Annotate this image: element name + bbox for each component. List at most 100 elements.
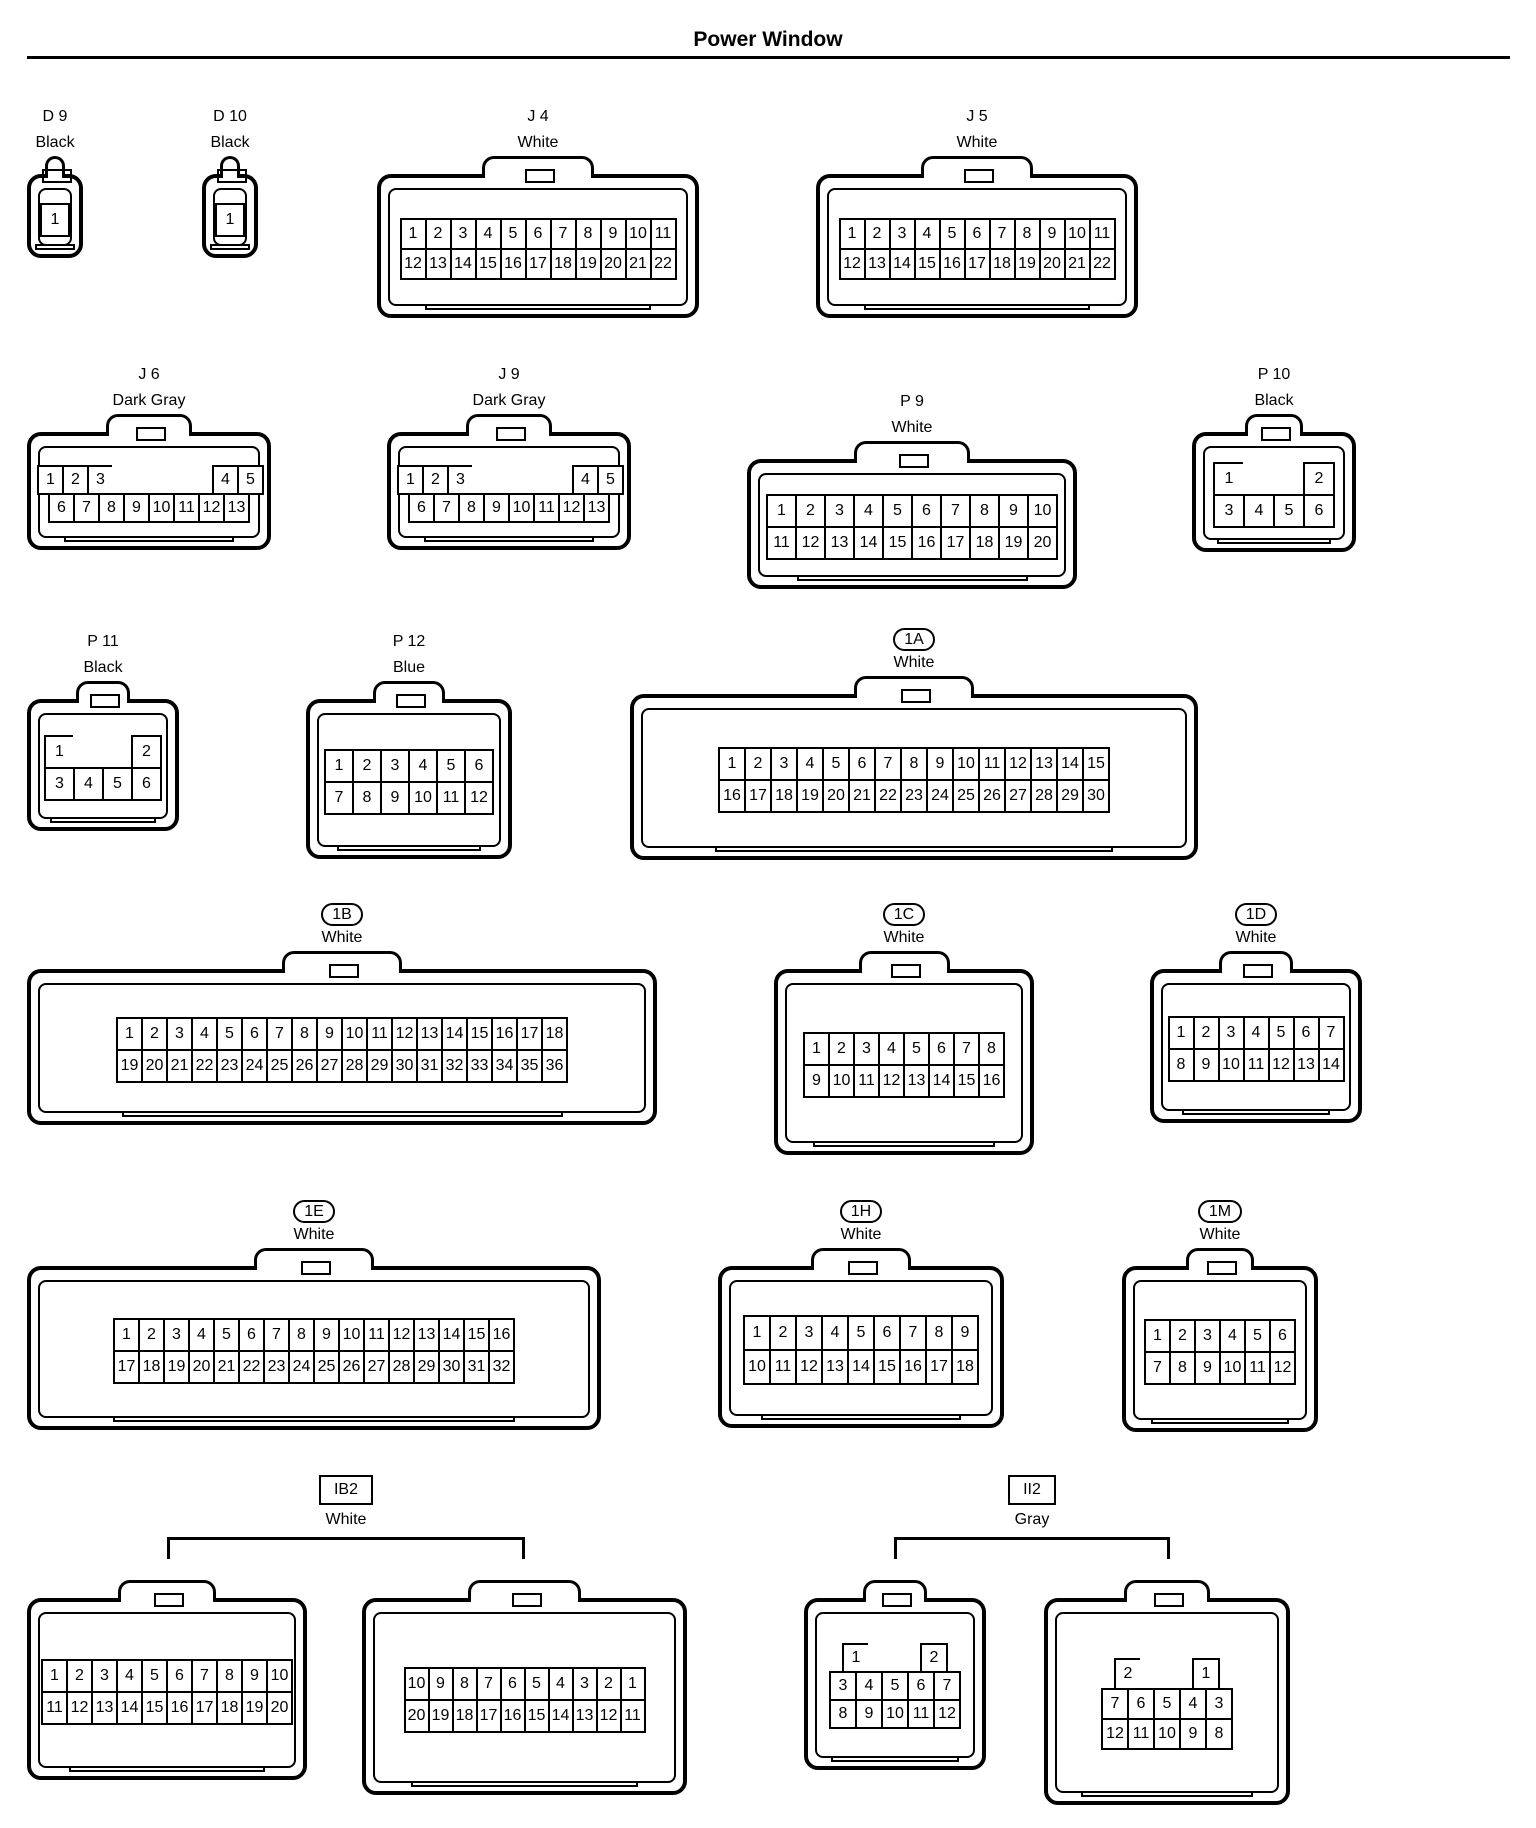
pin-cell: 6: [241, 1017, 268, 1051]
locking-latch: [858, 951, 950, 978]
pin-cell: 31: [416, 1049, 443, 1083]
pin-cell: 7: [73, 493, 100, 523]
connector-code: J 4: [527, 108, 549, 125]
pin-cell: 9: [998, 494, 1029, 528]
connector-code-label: 1E: [27, 1200, 601, 1223]
pin-cell: 1: [40, 203, 70, 237]
pin-cell: 10: [1027, 494, 1058, 528]
housing-bottom-rail: [410, 1781, 639, 1787]
pin-cell: 15: [1082, 747, 1110, 781]
connector-code: P 10: [1257, 366, 1291, 383]
pin-cell: 21: [624, 248, 652, 280]
connector-code-label: J 9: [387, 366, 631, 384]
pin-cell: 5: [822, 747, 850, 781]
connector-color-label: White: [293, 1226, 335, 1243]
pin-cell: 14: [441, 1017, 468, 1051]
pin-cell: 12: [1267, 1048, 1295, 1082]
connector-code: J 5: [966, 108, 988, 125]
pin-cell: 4: [191, 1017, 218, 1051]
pin-cell: 25: [952, 779, 980, 813]
connector-code-label: 1M: [1122, 1200, 1318, 1223]
connector-code: 1B: [321, 903, 363, 926]
locking-latch: [854, 441, 970, 468]
connector-color-label: Black: [83, 659, 123, 676]
connector-color-label: Gray: [1014, 1511, 1050, 1528]
locking-latch: [1123, 1580, 1211, 1607]
pin-cell: 16: [911, 526, 942, 560]
pin-cell: 1: [803, 1032, 830, 1066]
pin-cell: 2: [1169, 1319, 1196, 1353]
locking-latch: [863, 1580, 927, 1607]
pin-cell: 6: [48, 493, 75, 523]
pin-cell: 14: [547, 1698, 574, 1733]
pin-cell: 12: [66, 1691, 93, 1725]
pin-cell: 14: [1317, 1048, 1345, 1082]
pin-cell: 3: [888, 218, 916, 250]
pin-cell: 25: [266, 1049, 293, 1083]
pin-cell: 2: [141, 1017, 168, 1051]
connector-color-label: White: [893, 654, 935, 671]
pin-cell: 18: [951, 1349, 979, 1385]
pin-cell: 6: [928, 1032, 955, 1066]
pin-cell: 11: [366, 1017, 393, 1051]
pin-cell: 11: [533, 493, 560, 523]
pin-cell: 8: [925, 1315, 953, 1351]
pin-cell: 6: [911, 494, 942, 528]
connector-color-label: White: [517, 134, 559, 151]
pin-cell: 2: [1303, 462, 1335, 496]
pin-cell: 25: [313, 1350, 340, 1384]
locking-latch: [920, 156, 1034, 183]
connector-code-label: 1A: [630, 628, 1198, 651]
pin-cell: 5: [1267, 1016, 1295, 1050]
pin-cell: 30: [391, 1049, 418, 1083]
housing-bottom-rail: [113, 1416, 515, 1422]
cavity-divider: [894, 1643, 922, 1673]
locking-latch: [466, 414, 552, 441]
pin-cell: 4: [913, 218, 941, 250]
locking-latch: [76, 681, 130, 708]
connector-color-label: White: [883, 929, 925, 946]
pin-cell: 35: [516, 1049, 543, 1083]
connector-color-label: Black: [1254, 392, 1294, 409]
pin-cell: 1: [1213, 462, 1245, 496]
connector-color-label: Black: [210, 134, 250, 151]
pin-cell: 1: [842, 1643, 870, 1673]
housing-bottom-rail: [1181, 1109, 1331, 1115]
pin-cell: 18: [549, 248, 577, 280]
pin-cell: 14: [449, 248, 477, 280]
locking-latch: [1245, 414, 1303, 441]
pin-cell: 11: [769, 1349, 797, 1385]
pin-cell: 18: [138, 1350, 165, 1384]
pin-cell: 14: [928, 1064, 955, 1098]
pin-cell: 32: [488, 1350, 515, 1384]
pin-cell: 19: [574, 248, 602, 280]
pin-cell: 4: [73, 767, 104, 801]
cavity-divider: [868, 1643, 896, 1673]
locking-latch: [810, 1248, 912, 1275]
pin-cell: 12: [198, 493, 225, 523]
pin-cell: 7: [933, 1671, 961, 1701]
pin-cell: 4: [408, 749, 438, 783]
pin-cell: 7: [1144, 1351, 1171, 1385]
pin-cell: 8: [458, 493, 485, 523]
connector-code-label: J 5: [816, 108, 1138, 126]
connector-code-label: 1B: [27, 903, 657, 926]
pin-cell: 8: [574, 218, 602, 250]
pin-cell: 5: [499, 218, 527, 250]
pin-cell: 6: [1269, 1319, 1296, 1353]
pin-cell: 22: [1088, 248, 1116, 280]
cavity-divider: [1273, 462, 1305, 496]
